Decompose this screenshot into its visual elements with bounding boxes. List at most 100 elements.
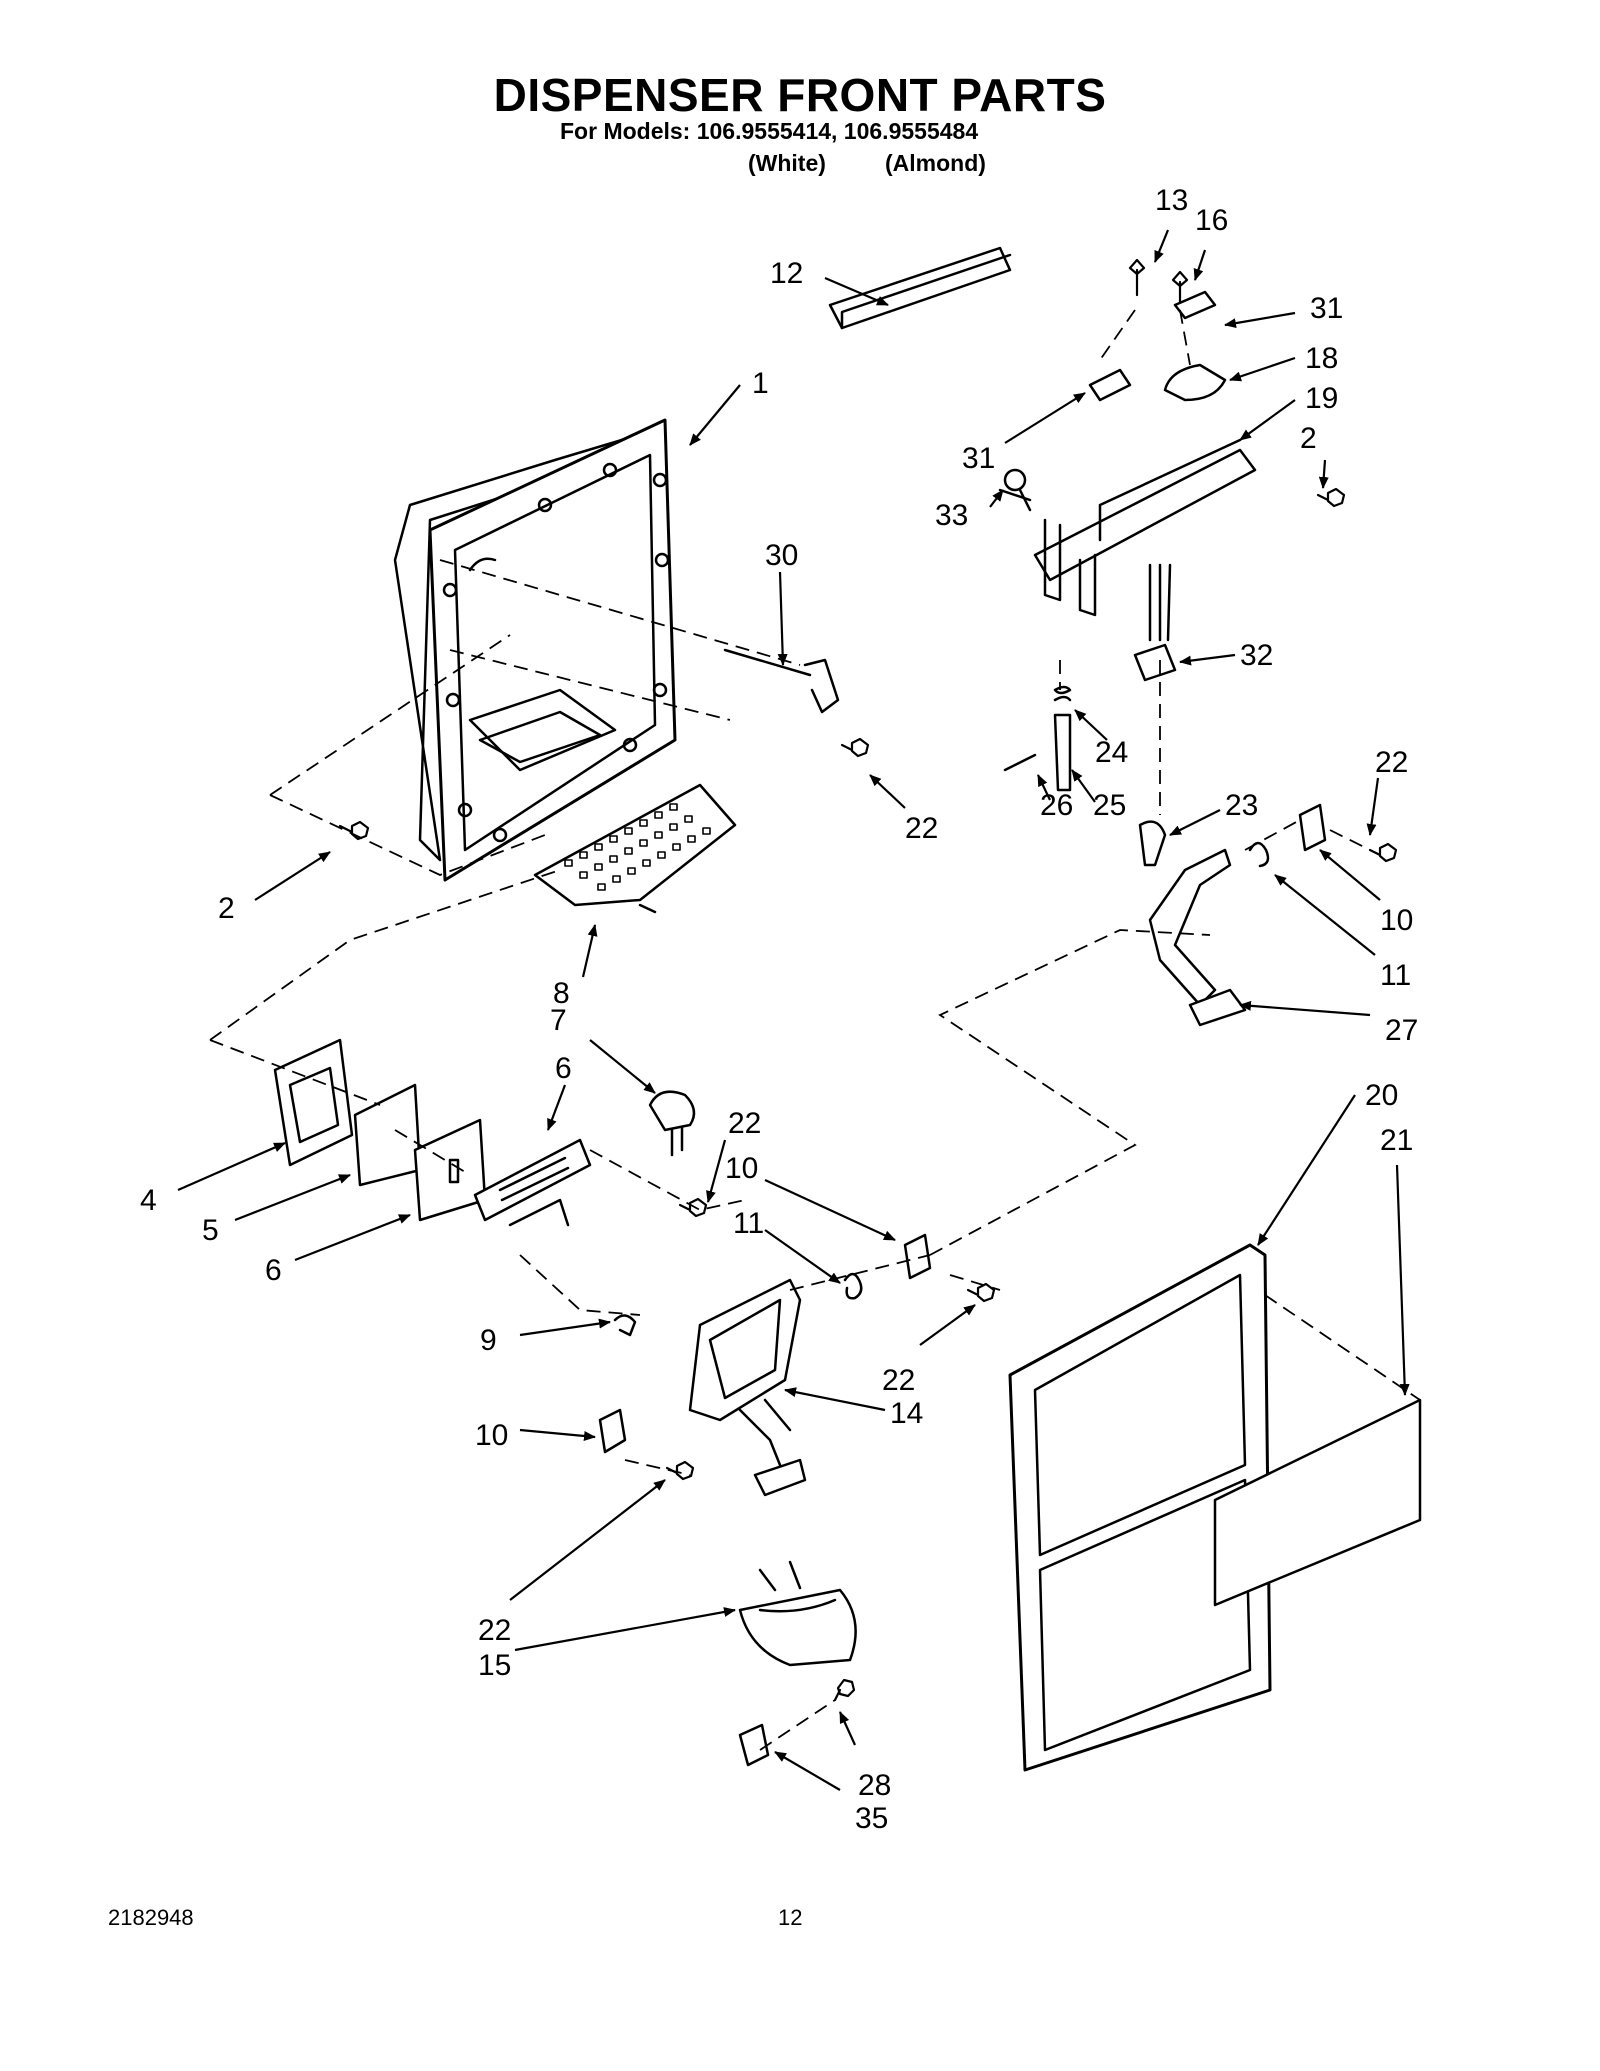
- variant-white: (White): [748, 150, 826, 176]
- leader-6b: [294, 1213, 411, 1262]
- callout-25: 25: [1093, 789, 1126, 822]
- part-25-plunger: [1053, 713, 1072, 792]
- leader-13: [1153, 229, 1170, 263]
- part-8-grille: [533, 783, 737, 914]
- part-10-bracket-center: [903, 1233, 932, 1280]
- callout-6a: 6: [555, 1052, 572, 1085]
- leader-21: [1395, 1164, 1410, 1396]
- part-9-clip: [613, 1314, 637, 1337]
- callout-22a: 22: [905, 812, 938, 845]
- callout-30: 30: [765, 539, 798, 572]
- leader-30: [777, 571, 788, 666]
- part-18-plate: [1163, 363, 1227, 402]
- callout-2a: 2: [218, 892, 235, 925]
- part-30-rod: [723, 648, 840, 714]
- part-31-clip-left: [1088, 368, 1132, 402]
- part-19-bracket: [1033, 438, 1257, 617]
- part-32-switch-wires: [1133, 563, 1177, 682]
- callout-24: 24: [1095, 736, 1128, 769]
- variant-almond: (Almond): [885, 150, 986, 176]
- leader-15: [514, 1607, 736, 1652]
- callout-19: 19: [1305, 382, 1338, 415]
- leader-24: [1074, 709, 1108, 741]
- part-23-cap: [1138, 820, 1167, 867]
- leader-22c: [706, 1139, 727, 1203]
- callout-31b: 31: [962, 442, 995, 475]
- callout-9: 9: [480, 1324, 497, 1357]
- leader-10b: [764, 1179, 896, 1241]
- models-line: For Models: 106.9555414, 106.9555484: [560, 118, 979, 144]
- part-15-cup: [738, 1560, 857, 1667]
- callout-18: 18: [1305, 342, 1338, 375]
- leader-7: [589, 1039, 656, 1094]
- part-33-valve: [998, 468, 1032, 512]
- callout-16: 16: [1195, 204, 1228, 237]
- callout-10c: 10: [475, 1419, 508, 1452]
- callout-4: 4: [140, 1184, 157, 1217]
- callout-5: 5: [202, 1214, 219, 1247]
- callout-13: 13: [1155, 184, 1188, 217]
- callout-labels: 1 2 2 4 5 6 6 7 8 9 10 10 10 11 11 12 13…: [140, 184, 1418, 1835]
- part-26-pin: [1003, 753, 1037, 772]
- callout-1: 1: [752, 367, 769, 400]
- leader-10a: [1319, 849, 1381, 901]
- callout-35: 35: [855, 1802, 888, 1835]
- leader-8: [581, 924, 598, 978]
- part-27-lever: [1148, 848, 1247, 1027]
- part-11-spring-center: [843, 1272, 863, 1300]
- leader-10c: [519, 1428, 596, 1441]
- leader-12: [824, 276, 889, 307]
- leader-22e: [509, 1479, 666, 1601]
- page-number: 12: [778, 1905, 803, 1930]
- leader-31a: [1224, 311, 1296, 329]
- part-1-housing: [393, 418, 677, 882]
- part-7-micro-switch: [648, 1090, 696, 1157]
- document-number: 2182948: [108, 1905, 194, 1930]
- leader-18: [1229, 356, 1296, 382]
- callout-22b: 22: [1375, 746, 1408, 779]
- callout-21: 21: [1380, 1124, 1413, 1157]
- leader-16: [1193, 249, 1207, 281]
- leader-28: [838, 1711, 857, 1746]
- leader-22a: [869, 774, 906, 809]
- part-6-switch-cover: [413, 1118, 487, 1222]
- callout-10b: 10: [1380, 904, 1413, 937]
- leader-4: [177, 1141, 286, 1192]
- part-20-front-frame: [1008, 1243, 1272, 1772]
- callout-22d: 22: [882, 1364, 915, 1397]
- part-31-clip-right: [1173, 290, 1217, 320]
- callout-26: 26: [1040, 789, 1073, 822]
- leader-5: [234, 1173, 351, 1222]
- callout-2b: 2: [1300, 422, 1317, 455]
- callout-20: 20: [1365, 1079, 1398, 1112]
- callout-28: 28: [858, 1769, 891, 1802]
- callout-33: 33: [935, 499, 968, 532]
- callout-22c: 22: [728, 1107, 761, 1140]
- part-4-bezel: [273, 1038, 354, 1167]
- leader-19: [1239, 399, 1296, 441]
- callout-11a: 11: [733, 1207, 764, 1240]
- leader-2a: [254, 851, 331, 901]
- part-10-bracket-lower: [598, 1408, 627, 1454]
- part-10-bracket-right: [1298, 803, 1327, 852]
- callout-32: 32: [1240, 639, 1273, 672]
- leader-2b: [1318, 459, 1329, 489]
- callout-31a: 31: [1310, 292, 1343, 325]
- callout-8: 8: [553, 977, 570, 1010]
- part-14-actuator: [688, 1278, 807, 1497]
- leader-32: [1179, 653, 1236, 666]
- leader-23: [1169, 809, 1221, 836]
- leader-22b: [1366, 777, 1380, 836]
- leader-11b: [764, 1229, 841, 1284]
- callout-27: 27: [1385, 1014, 1418, 1047]
- callout-12: 12: [770, 257, 803, 290]
- leader-22d: [919, 1304, 976, 1346]
- leader-27: [1239, 1000, 1371, 1017]
- callout-11b: 11: [1380, 959, 1411, 992]
- leader-31b: [1004, 392, 1086, 444]
- part-24-spring: [1053, 685, 1072, 702]
- leader-33: [989, 489, 1004, 508]
- callout-7: 7: [550, 1004, 567, 1037]
- callout-22e: 22: [478, 1614, 511, 1647]
